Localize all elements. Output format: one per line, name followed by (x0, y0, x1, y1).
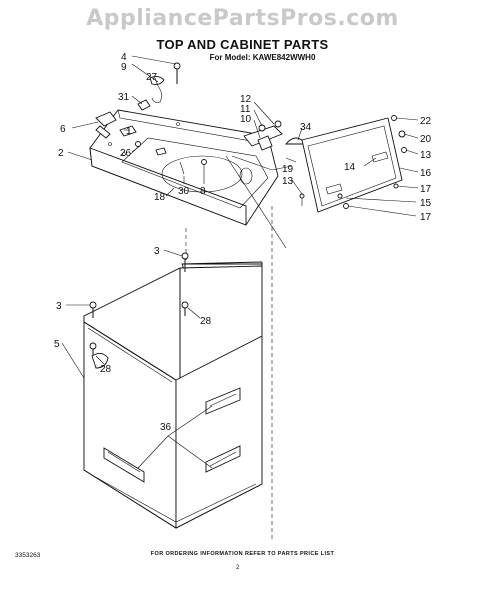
vent-left (103, 447, 145, 483)
callout-19: 19 (282, 164, 294, 175)
callout-6: 6 (60, 124, 66, 135)
callout-12: 12 (240, 94, 252, 105)
callout-26: 26 (120, 148, 132, 159)
callout-3a: 3 (154, 246, 160, 257)
callout-27: 27 (146, 72, 158, 83)
callout-2: 2 (58, 148, 64, 159)
callout-18: 18 (154, 192, 166, 203)
callout-9: 9 (121, 62, 127, 73)
callout-5: 5 (54, 339, 60, 350)
callout-17a: 17 (420, 184, 432, 195)
cabinet (83, 261, 263, 529)
callout-28a: 28 (200, 316, 212, 327)
watermark: AppliancePartsPros.com (86, 6, 399, 31)
callout-15: 15 (420, 198, 432, 209)
callout-labels: 4 9 27 31 1 6 26 2 30 8 18 12 11 10 34 1… (54, 52, 432, 433)
callout-17b: 17 (420, 212, 432, 223)
callout-8: 8 (200, 186, 206, 197)
leader-lines (61, 55, 419, 469)
callout-3b: 3 (56, 301, 62, 312)
callout-22: 22 (420, 116, 432, 127)
lid (299, 115, 407, 213)
model-subtitle-text: For Model: KAWE842WWH0 (209, 53, 316, 62)
callout-16: 16 (420, 168, 432, 179)
page-number: 2 (236, 565, 240, 571)
callout-28b: 28 (100, 364, 112, 375)
callout-13a: 13 (282, 176, 294, 187)
callout-11: 11 (240, 104, 251, 115)
callout-36: 36 (160, 422, 172, 433)
ordering-info-footer: FOR ORDERING INFORMATION REFER TO PARTS … (150, 551, 335, 557)
model-subtitle: For Model: KAWE842WWH0 (0, 53, 485, 62)
top-hardware (95, 62, 207, 175)
callout-30: 30 (178, 186, 190, 197)
callout-13b: 13 (420, 150, 432, 161)
callout-31: 31 (118, 92, 130, 103)
callout-20: 20 (420, 134, 432, 145)
callout-34: 34 (300, 122, 312, 133)
top-panel (89, 109, 279, 226)
document-number: 3353263 (15, 552, 41, 559)
callout-4: 4 (121, 52, 127, 63)
lid-hardware (225, 120, 307, 249)
callout-10: 10 (240, 114, 252, 125)
page-title: TOP AND CABINET PARTS (156, 37, 329, 52)
callout-1: 1 (126, 126, 132, 137)
callout-14: 14 (344, 162, 356, 173)
